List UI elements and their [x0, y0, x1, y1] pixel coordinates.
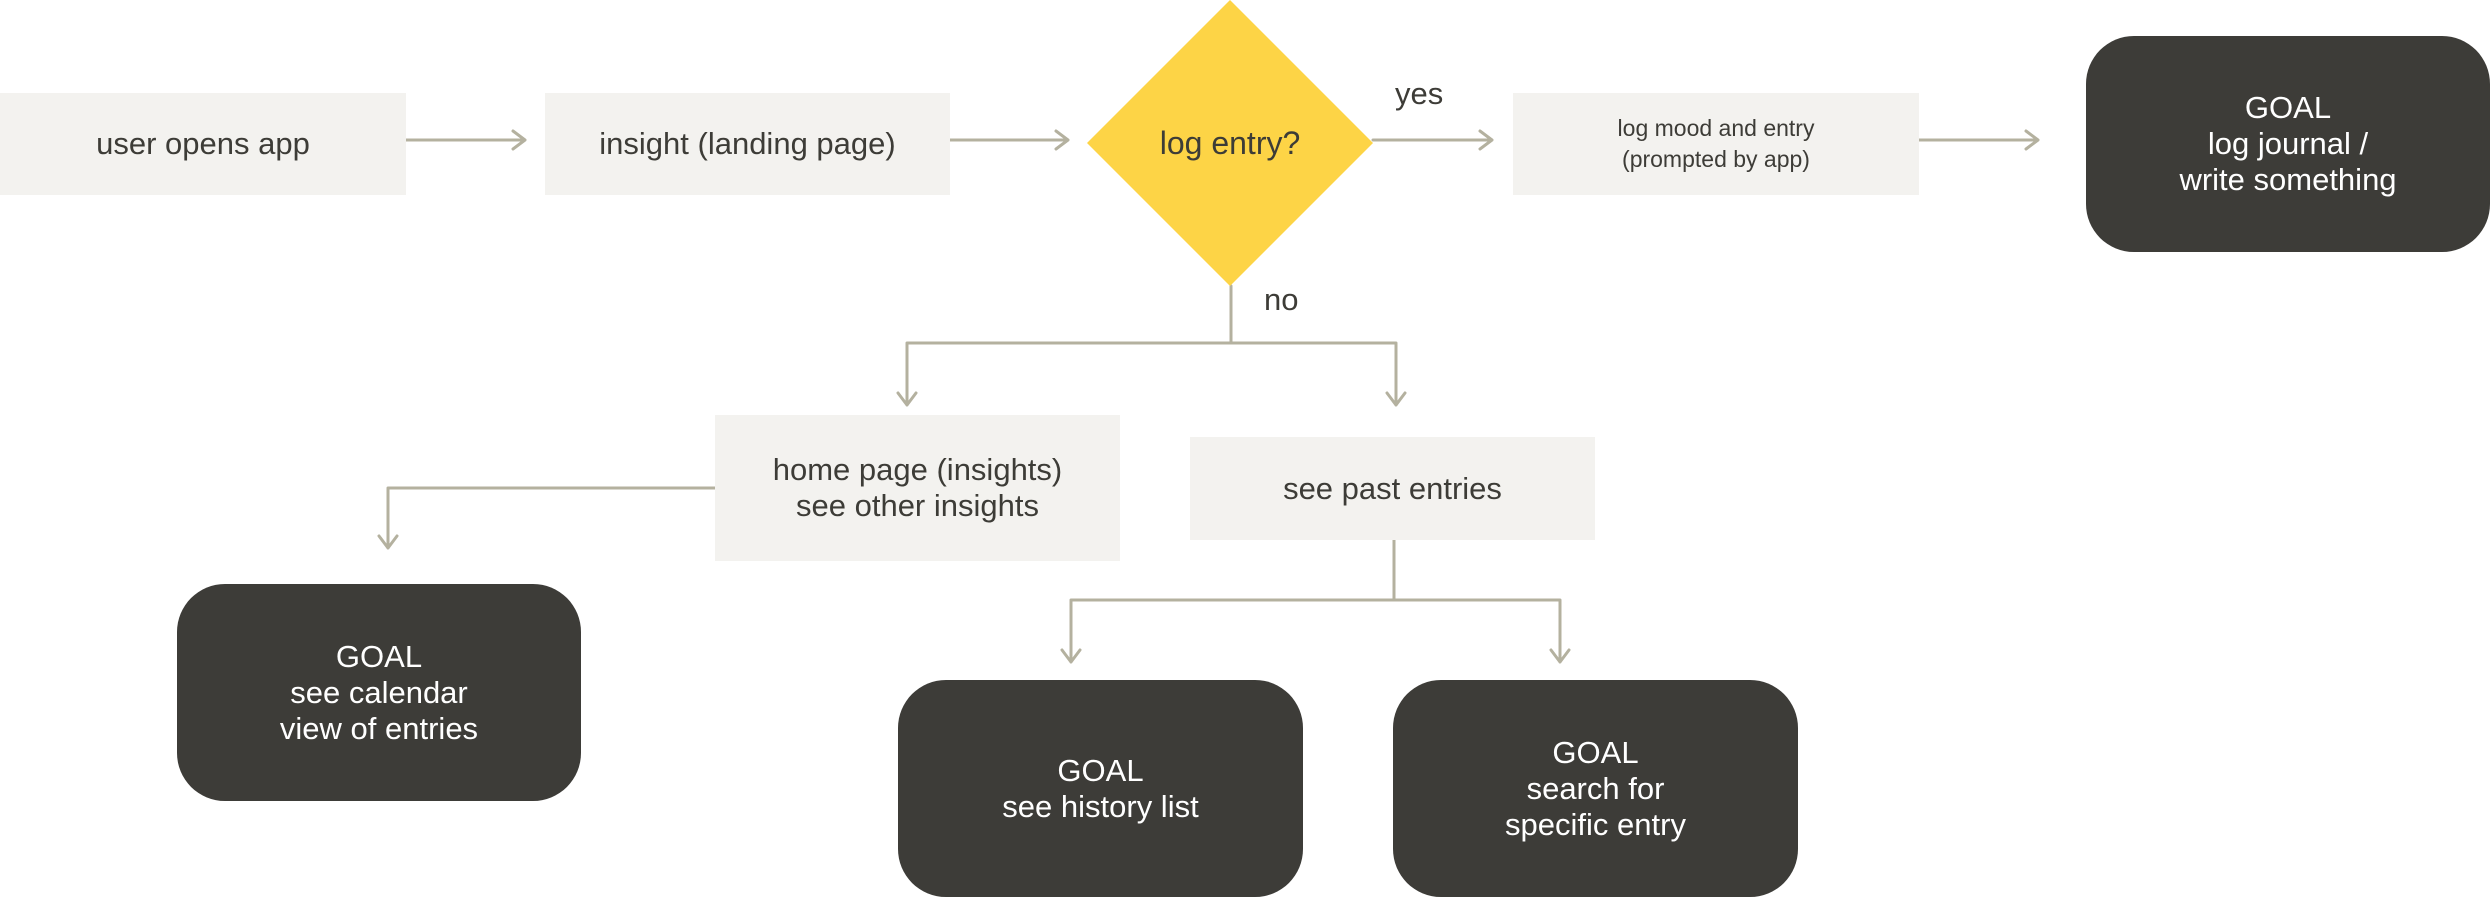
- step-label: see past entries: [1283, 470, 1502, 506]
- yes-label: yes: [1395, 76, 1444, 111]
- step-label: insight (landing page): [599, 126, 896, 161]
- goal-heading: GOAL: [1057, 752, 1144, 788]
- goal-text-line-1: see calendar: [290, 674, 468, 710]
- goal-text-line-2: specific entry: [1505, 806, 1686, 842]
- arrow-insight-to-decision: [947, 129, 1070, 151]
- step-insight-landing: insight (landing page): [545, 93, 950, 195]
- goal-text-line-1: see history list: [1002, 788, 1199, 824]
- arrow-decision-to-log-mood: [1371, 129, 1494, 151]
- arrow-home-to-calendar: [377, 486, 717, 550]
- goal-text-line-2: write something: [2179, 162, 2397, 197]
- step-label-line-2: (prompted by app): [1622, 146, 1810, 172]
- step-home-page: home page (insights) see other insights: [715, 415, 1120, 561]
- step-label-line-1: log mood and entry: [1617, 115, 1815, 141]
- goal-log-journal: GOAL log journal / write something: [2086, 36, 2490, 252]
- decision-label: log entry?: [1159, 124, 1301, 161]
- arrow-log-mood-to-goal: [1916, 129, 2040, 151]
- decision-diamond: [1087, 0, 1373, 286]
- arrow-decision-no-branch: [896, 284, 1407, 407]
- goal-history-list: GOAL see history list: [898, 680, 1303, 897]
- step-log-mood-entry: log mood and entry (prompted by app): [1513, 93, 1919, 195]
- goal-text-line-1: log journal /: [2207, 126, 2369, 161]
- arrow-past-entries-branch: [1060, 538, 1571, 664]
- goal-calendar-view: GOAL see calendar view of entries: [177, 584, 581, 801]
- goal-heading: GOAL: [2244, 90, 2332, 125]
- goal-heading: GOAL: [1552, 734, 1639, 770]
- step-label-line-2: see other insights: [796, 488, 1039, 523]
- goal-search-entry: GOAL search for specific entry: [1393, 680, 1798, 897]
- step-label: user opens app: [96, 126, 310, 161]
- goal-text-line-2: view of entries: [279, 710, 479, 746]
- goal-text-line-1: search for: [1526, 770, 1665, 806]
- goal-heading: GOAL: [335, 638, 423, 674]
- no-label: no: [1264, 282, 1299, 317]
- step-label-line-1: home page (insights): [772, 452, 1063, 487]
- arrow-open-to-insight: [404, 129, 527, 151]
- step-user-opens-app: user opens app: [0, 93, 406, 195]
- step-see-past-entries: see past entries: [1190, 437, 1595, 540]
